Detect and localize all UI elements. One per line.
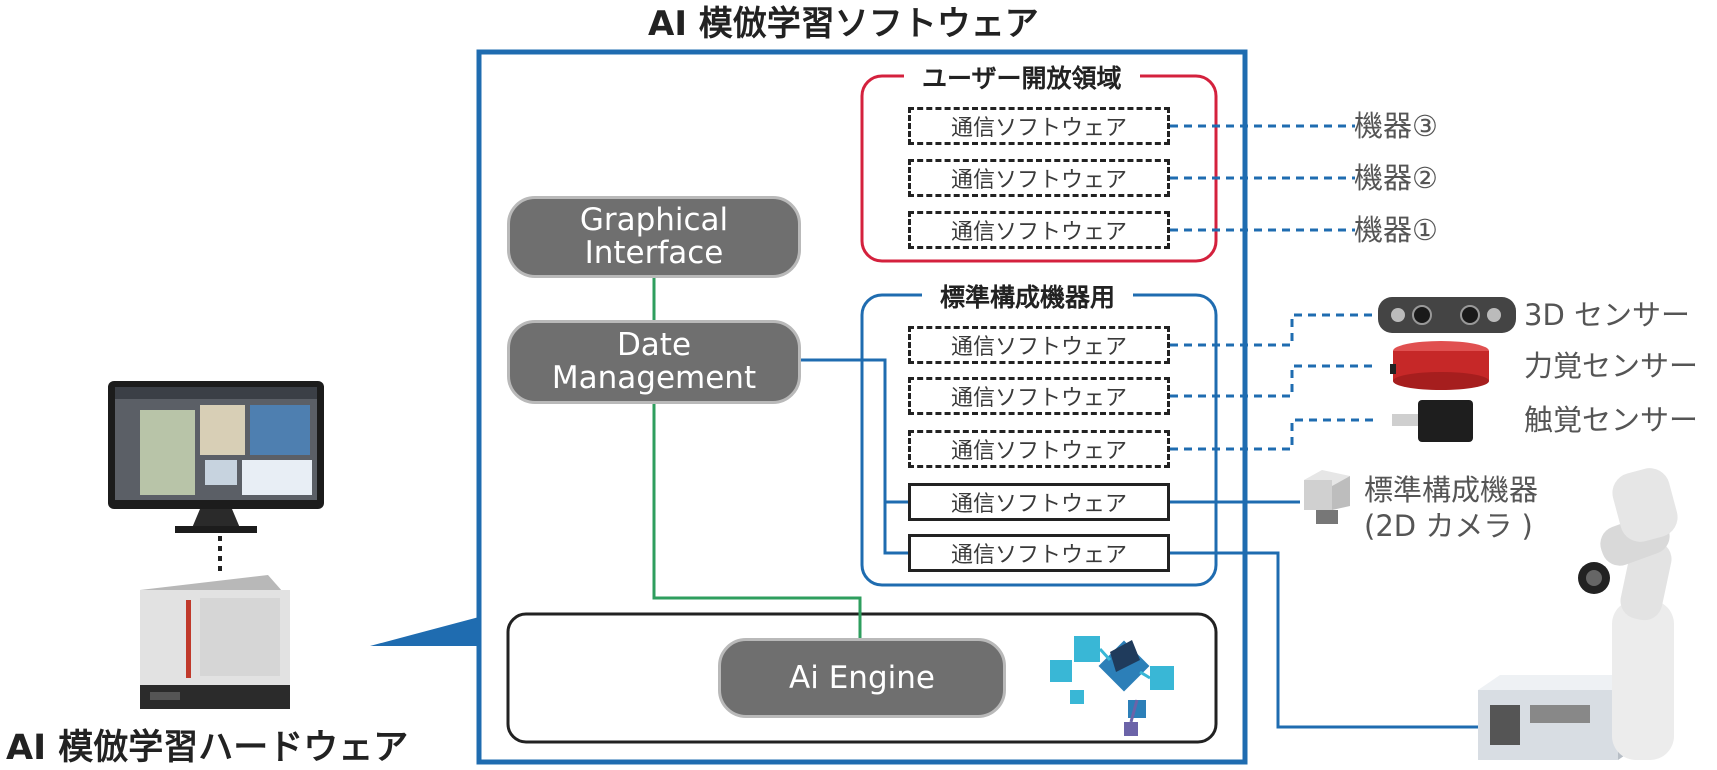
- device-2-label: 機器②: [1354, 161, 1438, 195]
- tactile-sensor-label: 触覚センサー: [1524, 403, 1699, 437]
- graphical-interface-module: Graphical Interface: [507, 196, 801, 278]
- force-sensor-label: 力覚センサー: [1524, 349, 1699, 383]
- 3d-sensor-label: 3D センサー: [1524, 298, 1690, 332]
- software-title: AI 模倣学習ソフトウェア: [648, 4, 1039, 44]
- robot-illustration: [1478, 468, 1678, 760]
- std-comm-software-1: 通信ソフトウェア: [908, 326, 1170, 364]
- ai-engine-logo: [1050, 636, 1174, 736]
- user-comm-software-1: 通信ソフトウェア: [908, 107, 1170, 145]
- 3d-sensor-illustration: [1378, 297, 1516, 333]
- camera-illustration: [1304, 470, 1350, 524]
- user-comm-software-3: 通信ソフトウェア: [908, 211, 1170, 249]
- dm-line-2: Management: [551, 360, 757, 396]
- camera-label-line-2: (2D カメラ ): [1364, 509, 1533, 543]
- tactile-sensor-illustration: [1392, 400, 1473, 442]
- link-tactile-sensor: [1170, 418, 1375, 451]
- link-force-sensor: [1170, 364, 1375, 398]
- link-3d-sensor: [1170, 313, 1375, 347]
- hardware-illustration: [140, 575, 290, 709]
- ai-engine-container: [506, 612, 1218, 744]
- ai-engine-module: Ai Engine: [718, 638, 1006, 718]
- data-management-module: Date Management: [507, 320, 801, 404]
- user-comm-software-2: 通信ソフトウェア: [908, 159, 1170, 197]
- link-robot: [1170, 551, 1482, 729]
- dm-engine-link: [652, 402, 862, 638]
- gi-line-2: Interface: [584, 235, 724, 271]
- force-sensor-illustration: [1390, 341, 1489, 390]
- std-comm-software-5: 通信ソフトウェア: [908, 534, 1170, 572]
- std-comm-software-4: 通信ソフトウェア: [908, 483, 1170, 521]
- camera-label-line-1: 標準構成機器: [1364, 473, 1539, 507]
- monitor-illustration: [108, 381, 324, 533]
- gi-line-1: Graphical: [579, 202, 729, 238]
- dm-comm5-link: [883, 502, 908, 555]
- dm-line-1: Date: [616, 327, 692, 363]
- std-comm-software-2: 通信ソフトウェア: [908, 377, 1170, 415]
- dm-comm4-link: [800, 358, 908, 504]
- software-frame: [476, 49, 1248, 765]
- user-area-label: ユーザー開放領域: [904, 64, 1140, 94]
- device-1-label: 機器①: [1354, 213, 1438, 247]
- hardware-title: AI 模倣学習ハードウェア: [6, 728, 409, 768]
- std-comm-software-3: 通信ソフトウェア: [908, 430, 1170, 468]
- standard-area-label: 標準構成機器用: [922, 283, 1134, 313]
- camera-label: 標準構成機器 (2D カメラ ): [1364, 472, 1538, 544]
- callout-wedge: [370, 617, 479, 646]
- device-3-label: 機器③: [1354, 109, 1438, 143]
